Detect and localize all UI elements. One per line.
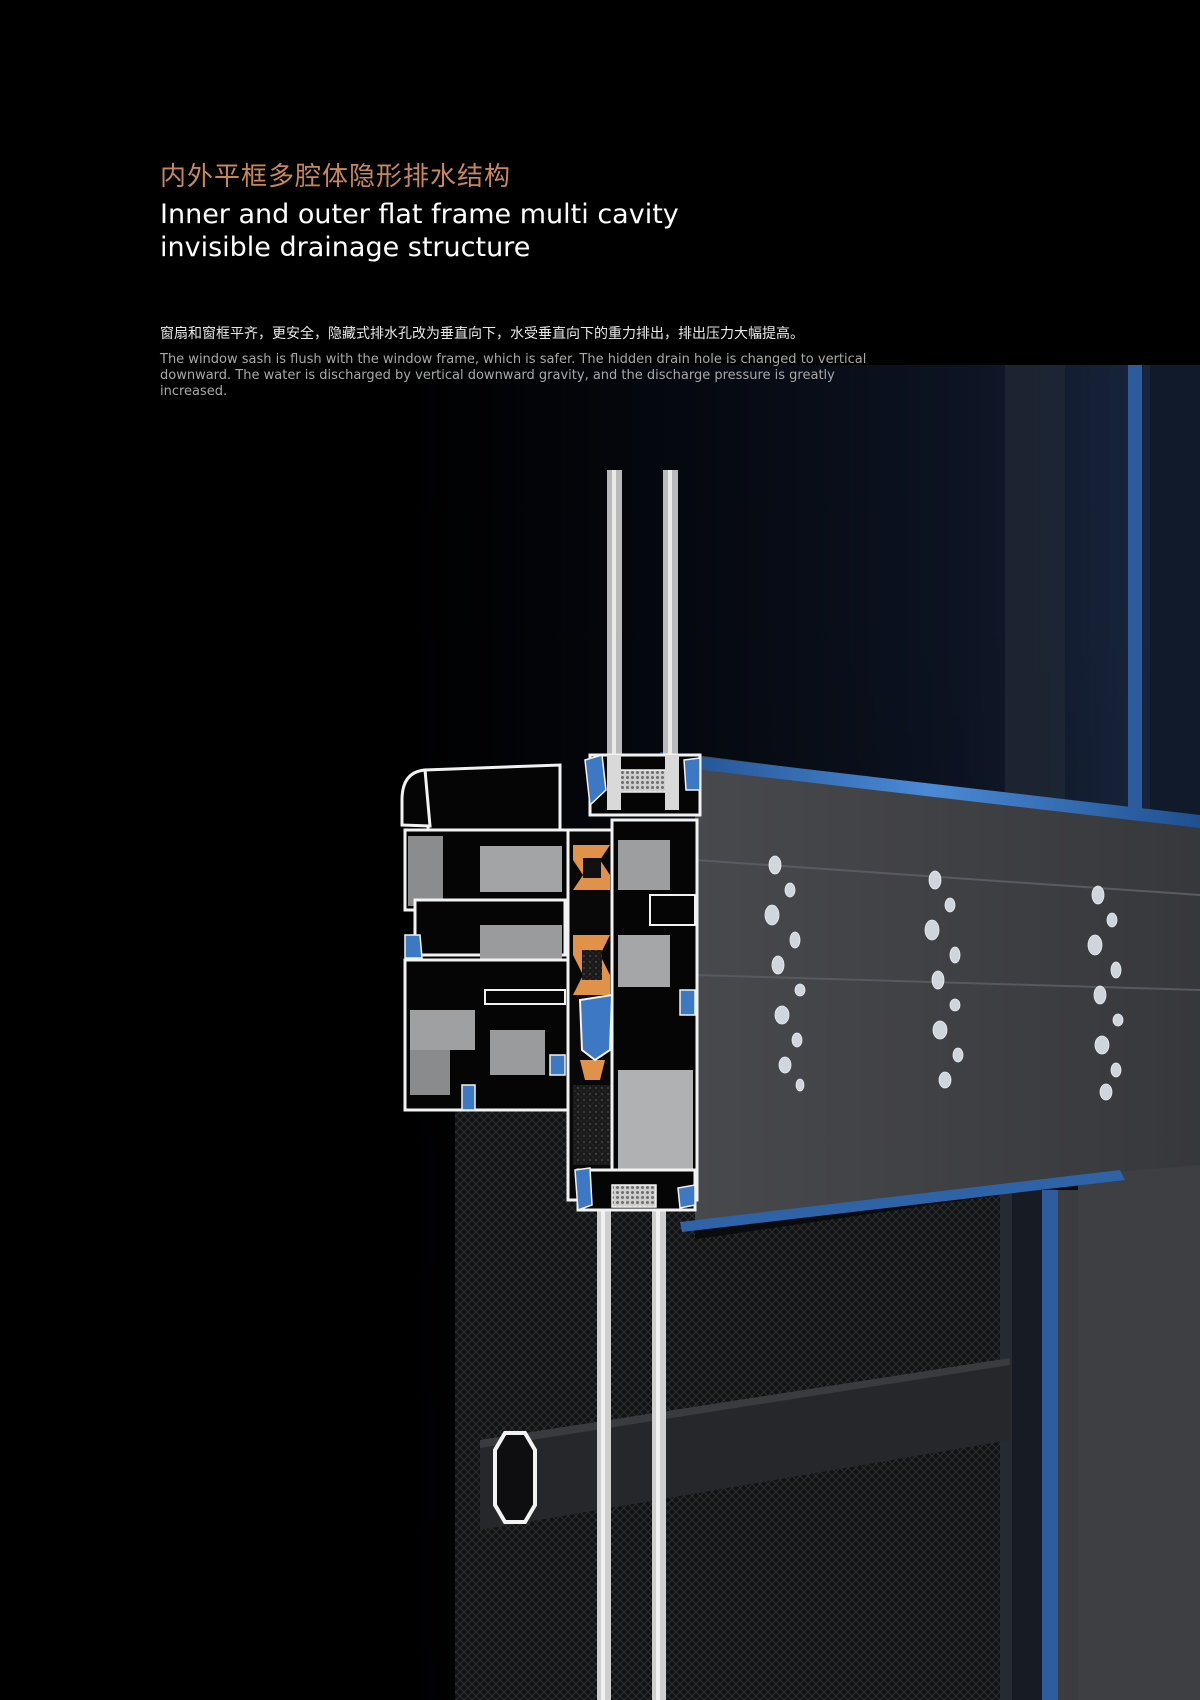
description-chinese: 窗扇和窗框平齐，更安全，隐藏式排水孔改为垂直向下，水受垂直向下的重力排出，排出压… [160, 326, 804, 342]
aluminum-profile-section [400, 753, 702, 1212]
description-english: The window sash is flush with the window… [160, 352, 867, 399]
title-english: Inner and outer flat frame multi cavity … [160, 199, 679, 263]
title-chinese: 内外平框多腔体隐形排水结构 [160, 162, 512, 192]
drain-hole [493, 1431, 537, 1524]
water-drops [764, 855, 1124, 1101]
text-block: 内外平框多腔体隐形排水结构 Inner and outer flat frame… [160, 160, 920, 400]
double-glazing [597, 470, 678, 1700]
